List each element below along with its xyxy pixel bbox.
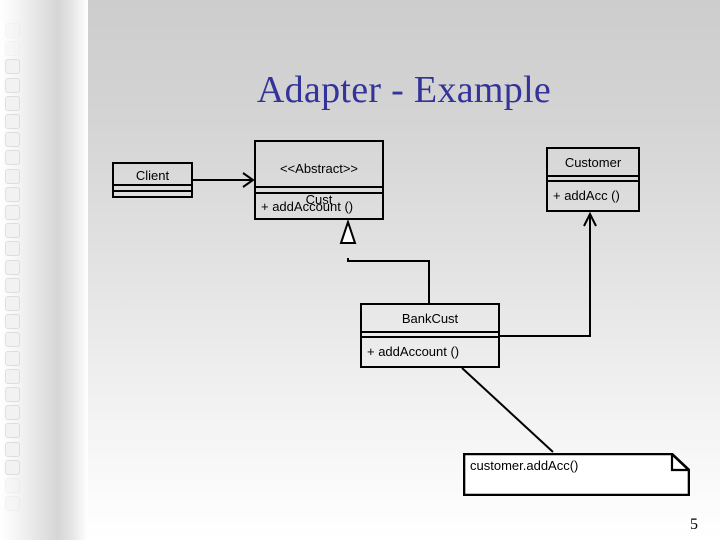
page-number: 5 — [690, 516, 698, 533]
filmstrip-hole — [6, 315, 19, 329]
uml-class-cust-attributes — [256, 186, 382, 192]
filmstrip-hole — [6, 151, 19, 165]
filmstrip-hole — [6, 42, 19, 56]
note-shape — [463, 453, 690, 496]
filmstrip-hole — [6, 78, 19, 92]
filmstrip-hole — [6, 187, 19, 201]
filmstrip-hole — [6, 369, 19, 383]
filmstrip-hole — [6, 351, 19, 365]
uml-class-customer-attributes — [548, 175, 638, 180]
filmstrip-hole — [6, 278, 19, 292]
uml-class-customer-name: Customer — [564, 155, 622, 170]
uml-class-cust[interactable]: <<Abstract>> Cust + addAccount () — [254, 140, 384, 220]
uml-class-client[interactable]: Client — [112, 162, 193, 198]
connector-client-to-cust — [193, 172, 255, 188]
filmstrip-hole — [6, 388, 19, 401]
uml-class-bankcust-operation-0: + addAccount () — [362, 336, 498, 366]
filmstrip-hole — [6, 497, 19, 511]
filmstrip-hole — [6, 115, 19, 128]
filmstrip-hole — [6, 133, 19, 147]
connector-bankcust-to-cust-generalization — [339, 218, 430, 303]
filmstrip-hole — [6, 260, 19, 274]
uml-class-client-name: Client — [135, 168, 170, 183]
uml-class-cust-title: Cust — [305, 191, 333, 207]
uml-note-text: customer.addAcc() — [470, 458, 579, 473]
uml-class-bankcust-attributes — [362, 331, 498, 336]
uml-class-cust-operation-0: + addAccount () — [256, 192, 382, 218]
filmstrip-hole — [6, 169, 19, 183]
filmstrip-hole — [6, 460, 19, 474]
uml-class-bankcust-name: BankCust — [401, 311, 459, 326]
filmstrip-hole — [6, 333, 19, 347]
uml-class-client-attributes — [114, 184, 191, 190]
uml-class-bankcust[interactable]: BankCust + addAccount () — [360, 303, 500, 368]
filmstrip-hole — [6, 479, 19, 492]
slide-background — [88, 0, 720, 540]
filmstrip-hole — [6, 297, 19, 310]
uml-class-customer-operation-0: + addAcc () — [548, 180, 638, 210]
filmstrip-hole — [6, 424, 19, 438]
uml-class-cust-stereotype: <<Abstract>> — [279, 161, 359, 177]
filmstrip-decoration — [0, 0, 26, 540]
uml-class-client-operations — [114, 190, 191, 196]
uml-class-customer[interactable]: Customer + addAcc () — [546, 147, 640, 212]
uml-class-cust-name: <<Abstract>> Cust — [256, 142, 382, 207]
filmstrip-hole — [6, 406, 19, 420]
filmstrip-hole — [6, 60, 19, 74]
filmstrip-hole — [6, 242, 19, 256]
filmstrip-hole — [6, 206, 19, 219]
filmstrip-hole — [6, 224, 19, 238]
filmstrip-hole — [6, 24, 19, 37]
connector-bankcust-to-customer — [500, 211, 597, 337]
page-title: Adapter - Example — [256, 69, 552, 111]
filmstrip-hole — [6, 96, 19, 110]
filmstrip-hole — [6, 442, 19, 456]
uml-note[interactable]: customer.addAcc() — [463, 453, 690, 496]
connector-bankcust-to-note — [461, 367, 554, 453]
